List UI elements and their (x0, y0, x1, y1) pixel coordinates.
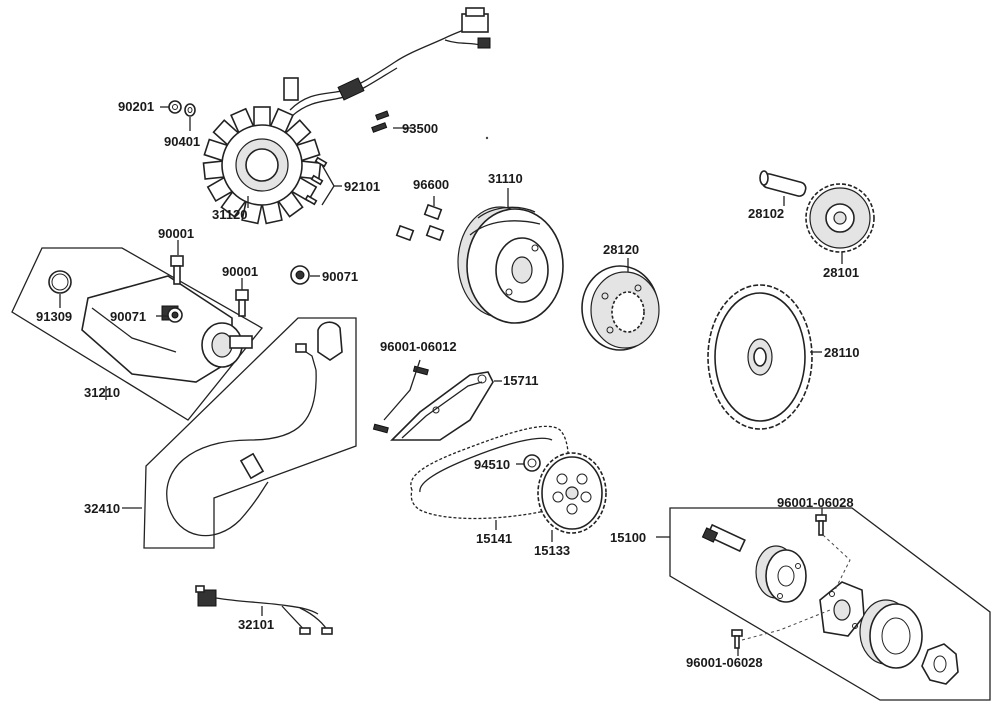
screws-93500 (371, 110, 414, 133)
pump-screw-top (815, 508, 851, 591)
label-90001-b: 90001 (222, 264, 259, 279)
label-94510: 94510 (474, 457, 511, 472)
label-96001-06012: 96001-06012 (380, 339, 457, 354)
label-15133: 15133 (534, 543, 571, 558)
pump-body (755, 545, 807, 603)
label-96001-06028-bottom: 96001-06028 (686, 655, 763, 670)
bolts-96600 (395, 196, 445, 242)
sprocket-15133 (537, 452, 607, 542)
driven-gear-28110 (707, 284, 822, 430)
nut-90071-b (156, 307, 183, 323)
shaft-28102 (759, 170, 807, 206)
label-28120: 28120 (603, 242, 640, 257)
stator-coil-31120 (202, 7, 491, 225)
label-90071-a: 90071 (322, 269, 359, 284)
wire-harness-32101 (195, 585, 333, 635)
label-92101: 92101 (344, 179, 381, 194)
pump-screw-bottom (731, 609, 831, 656)
pump-rotor-outer (859, 599, 923, 669)
pump-shaft (701, 523, 746, 553)
label-15141: 15141 (476, 531, 513, 546)
label-31210: 31210 (84, 385, 121, 400)
nut-90071-a (290, 265, 320, 285)
pump-plate (819, 581, 865, 637)
label-91309: 91309 (36, 309, 73, 324)
label-90401: 90401 (164, 134, 201, 149)
label-28110: 28110 (824, 345, 860, 360)
label-28101: 28101 (823, 265, 860, 280)
label-15711: 15711 (503, 373, 539, 388)
label-28102: 28102 (748, 206, 785, 221)
starter-cable-32410 (122, 317, 357, 549)
flywheel-31110 (457, 188, 564, 324)
label-96600: 96600 (413, 177, 450, 192)
label-90071-b: 90071 (110, 309, 147, 324)
label-32410: 32410 (84, 501, 121, 516)
chain-guide-15711 (390, 371, 502, 441)
label-31110: 31110 (488, 171, 523, 186)
label-15100: 15100 (610, 530, 647, 545)
label-32101: 32101 (238, 617, 275, 632)
label-90001-a: 90001 (158, 226, 195, 241)
clip-94510 (516, 454, 541, 472)
bolt-90001-a (170, 240, 184, 285)
starter-clutch-28120 (581, 258, 660, 351)
bolts-92101 (304, 156, 342, 206)
washer-90401 (184, 103, 196, 117)
label-90201: 90201 (118, 99, 155, 114)
nut-90201 (168, 100, 182, 114)
oil-pump-15100 (656, 507, 991, 701)
label-96001-06028-top: 96001-06028 (777, 495, 854, 510)
pump-rotor-inner (921, 643, 959, 685)
bolt-90001-b (235, 278, 249, 317)
gear-28101 (805, 183, 875, 264)
label-93500: 93500 (402, 121, 439, 136)
screw-96001-06012 (372, 359, 429, 434)
label-31120: 31120 (212, 207, 248, 222)
